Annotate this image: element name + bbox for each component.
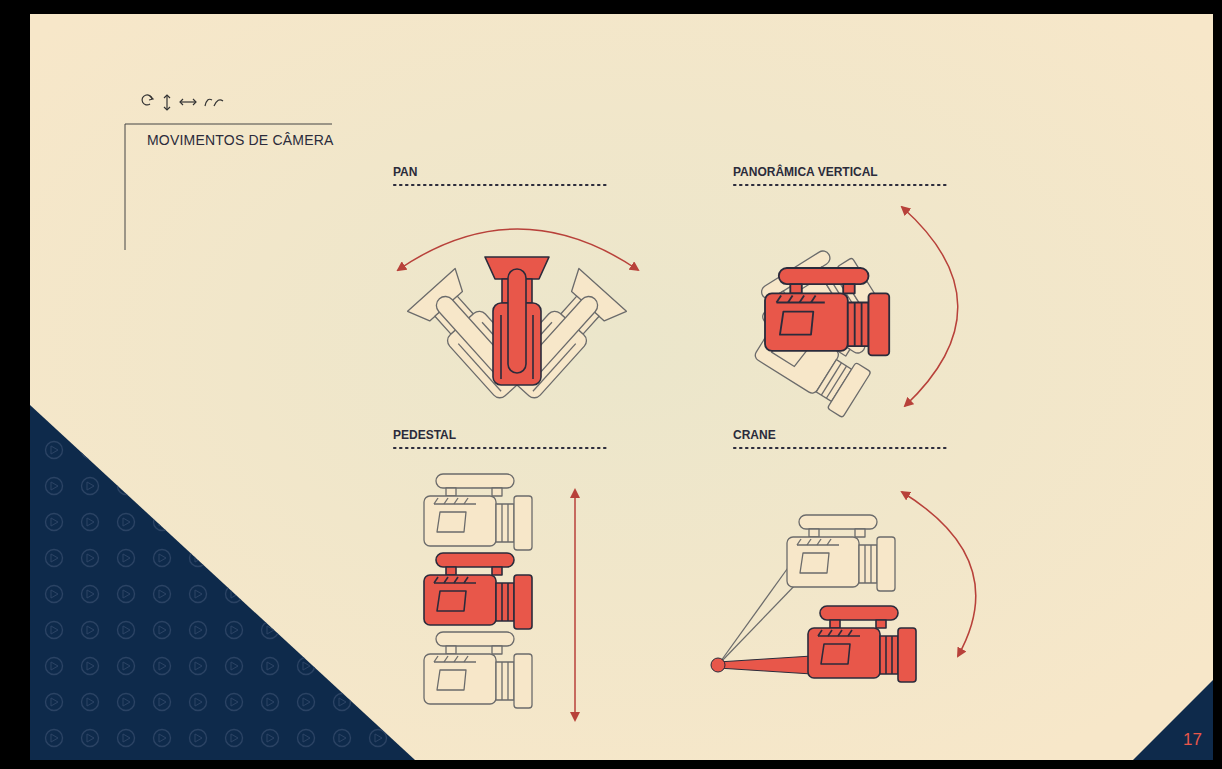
- section-label: PEDESTAL: [393, 428, 456, 442]
- pan-illustration: [398, 229, 638, 406]
- tilt-illustration: [749, 207, 958, 418]
- section-label: CRANE: [733, 428, 776, 442]
- pedestal-illustration: [424, 474, 575, 720]
- crane-illustration: [711, 492, 976, 682]
- navy-corner: [30, 405, 415, 760]
- button-pattern: [30, 405, 415, 760]
- movement-icons: [142, 95, 223, 110]
- heading-rule: [125, 124, 126, 250]
- section-label: PANORÂMICA VERTICAL: [733, 165, 878, 179]
- navy-corner-small: [1133, 680, 1213, 760]
- heading-rule: [125, 124, 332, 125]
- section-label: PAN: [393, 165, 417, 179]
- dotted-rule: [394, 185, 950, 448]
- slide-background: [30, 14, 1213, 760]
- slide-heading: MOVIMENTOS DE CÂMERA: [147, 132, 334, 148]
- page-number: 17: [1183, 730, 1202, 750]
